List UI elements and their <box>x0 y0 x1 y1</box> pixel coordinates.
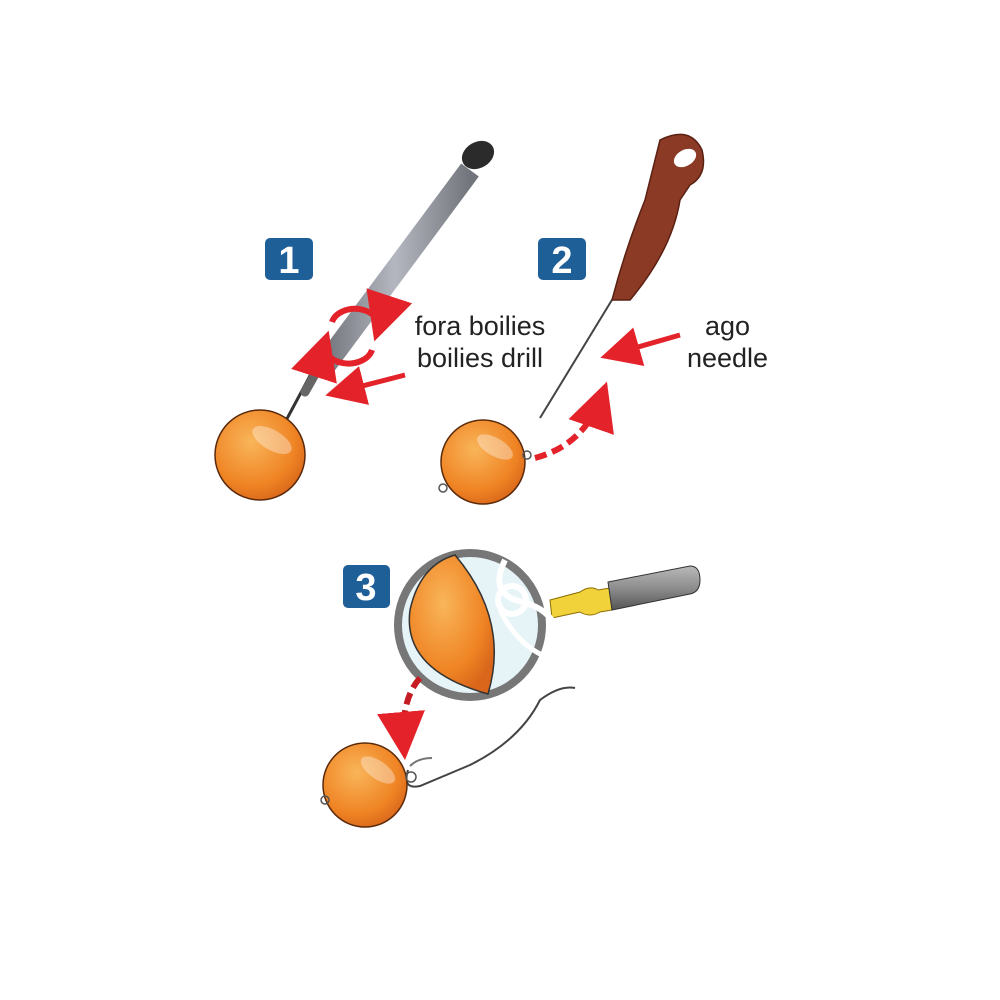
boilie-3 <box>322 742 408 828</box>
svg-text:1: 1 <box>278 240 299 282</box>
step-badge-3: 3 <box>343 565 390 609</box>
step-badge-1: 1 <box>265 238 313 282</box>
drill-label: fora boilies boilies drill <box>405 310 555 374</box>
magnifying-glass <box>394 549 701 701</box>
boilie-1 <box>214 409 306 501</box>
drill-label-it: fora boilies <box>414 311 546 341</box>
rotation-arrows-icon <box>291 288 412 384</box>
dashed-arrow-3 <box>377 675 425 760</box>
needle-label-en: needle <box>686 343 769 373</box>
svg-text:3: 3 <box>355 567 376 609</box>
boilie-2 <box>440 419 526 505</box>
needle-label: ago needle <box>675 310 780 374</box>
arrow-to-drill <box>325 366 406 405</box>
boilie-drill <box>280 140 495 429</box>
arrow-to-needle <box>600 327 681 366</box>
hook-and-line <box>405 686 576 788</box>
needle-label-it: ago <box>704 311 751 341</box>
drill-label-en: boilies drill <box>416 343 544 373</box>
baiting-needle <box>539 133 705 419</box>
svg-text:2: 2 <box>551 240 572 282</box>
dashed-arrow-2 <box>534 381 614 461</box>
step-badge-2: 2 <box>538 238 586 282</box>
